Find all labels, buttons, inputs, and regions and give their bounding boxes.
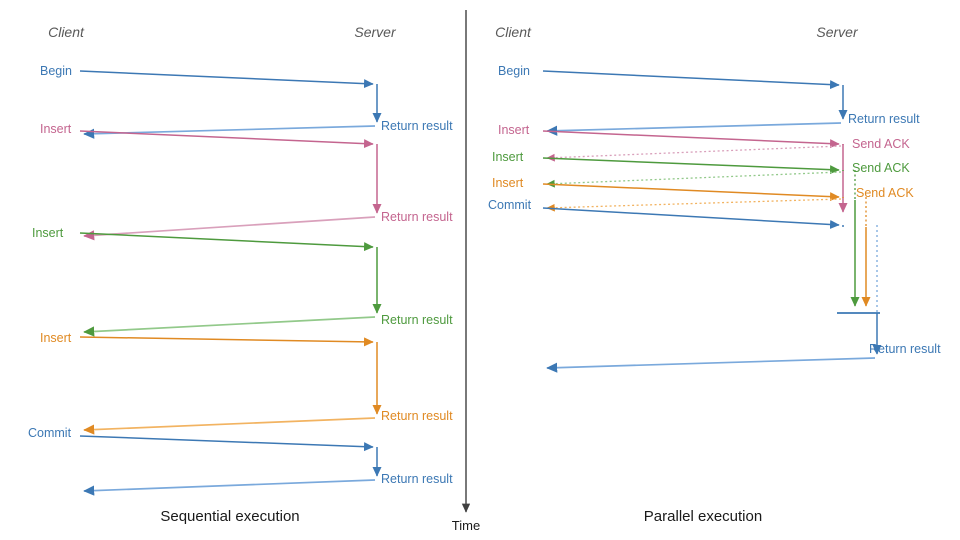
message-label-parallel-1: Insert: [498, 123, 530, 137]
response-label-sequential-1: Return result: [381, 210, 453, 224]
message-label-parallel-3: Insert: [492, 176, 524, 190]
ack-arrow-parallel-1: [546, 145, 842, 162]
actor-label-client: Client: [48, 24, 85, 40]
request-arrow-sequential-0: [79, 70, 374, 89]
message-label-sequential-4: Commit: [28, 426, 72, 440]
response-arrow-parallel-0: [546, 122, 842, 136]
message-label-parallel-0: Begin: [498, 64, 530, 78]
time-axis-label: Time: [452, 518, 480, 533]
actor-label-server: Server: [816, 24, 859, 40]
ack-arrow-parallel-3: [546, 198, 842, 212]
actor-label-client: Client: [495, 24, 532, 40]
request-arrow-sequential-4: [79, 435, 374, 452]
response-label-parallel-3: Send ACK: [856, 186, 914, 200]
response-label-parallel-1: Send ACK: [852, 137, 910, 151]
message-label-sequential-2: Insert: [32, 226, 64, 240]
response-arrow-parallel-4: [546, 357, 876, 373]
response-label-sequential-0: Return result: [381, 119, 453, 133]
ack-arrow-parallel-2: [546, 171, 842, 188]
message-label-sequential-3: Insert: [40, 331, 72, 345]
response-arrow-sequential-4: [83, 479, 376, 496]
response-arrow-sequential-1: [83, 216, 376, 241]
actor-label-server: Server: [354, 24, 397, 40]
response-label-sequential-2: Return result: [381, 313, 453, 327]
request-arrow-parallel-2: [542, 157, 840, 175]
response-label-parallel-4: Return result: [869, 342, 941, 356]
request-arrow-parallel-1: [542, 130, 840, 149]
request-arrow-sequential-2: [79, 232, 374, 252]
panel-caption-sequential: Sequential execution: [160, 508, 299, 525]
message-label-sequential-0: Begin: [40, 64, 72, 78]
response-arrow-sequential-3: [83, 417, 376, 435]
response-label-parallel-2: Send ACK: [852, 161, 910, 175]
message-label-parallel-2: Insert: [492, 150, 524, 164]
request-arrow-parallel-4: [542, 207, 840, 229]
message-label-parallel-4: Commit: [488, 198, 532, 212]
response-label-sequential-3: Return result: [381, 409, 453, 423]
request-arrow-sequential-3: [79, 336, 374, 347]
request-arrow-parallel-0: [542, 70, 840, 90]
panel-caption-parallel: Parallel execution: [644, 508, 762, 525]
message-label-sequential-1: Insert: [40, 122, 72, 136]
request-arrow-sequential-1: [79, 130, 374, 149]
response-label-sequential-4: Return result: [381, 472, 453, 486]
request-arrow-parallel-3: [542, 183, 840, 202]
response-label-parallel-0: Return result: [848, 112, 920, 126]
response-arrow-sequential-2: [83, 316, 376, 337]
